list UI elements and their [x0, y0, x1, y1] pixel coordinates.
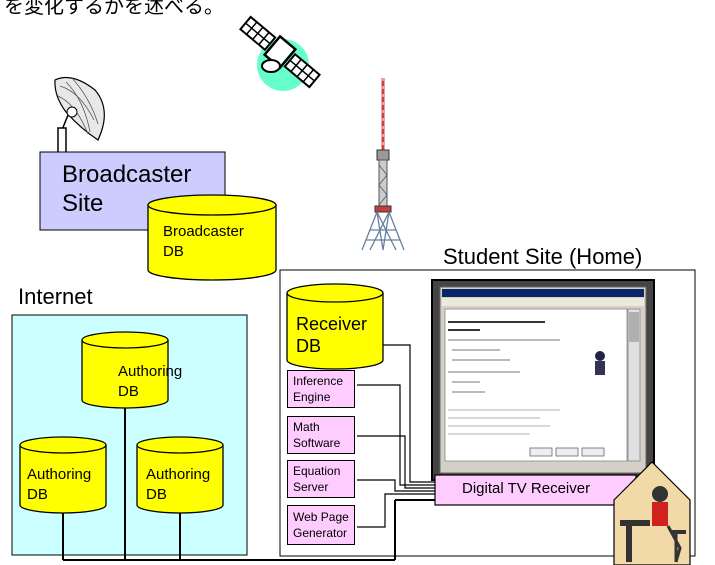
internet-label: Internet	[18, 284, 93, 309]
module-box-inference-engine: Inference Engine	[287, 370, 355, 408]
internet-network-lines	[62, 408, 435, 561]
authoring-db-label-left-line1: Authoring	[27, 466, 92, 483]
module-equation-line1: Equation	[293, 464, 341, 478]
authoring-db-label-right: Authoring DB	[146, 465, 210, 505]
authoring-db-label-top-line1: Authoring	[118, 363, 183, 380]
student-site-label: Student Site (Home)	[443, 244, 643, 269]
broadcast-tower-icon	[361, 78, 405, 251]
broadcaster-db-label: Broadcaster DB	[163, 222, 244, 262]
broadcaster-site-label: Broadcaster Site	[62, 160, 191, 218]
broadcaster-site-label-line2: Site	[62, 190, 104, 217]
module-math-line1: Math	[293, 420, 320, 434]
satellite-icon	[238, 15, 322, 91]
module-connector-lines	[357, 344, 435, 528]
module-box-equation-server: Equation Server	[287, 460, 355, 498]
receiver-db-cylinder	[286, 283, 384, 370]
authoring-db-label-right-line1: Authoring	[146, 466, 211, 483]
authoring-db-cylinder-right	[136, 436, 224, 514]
authoring-db-cylinder-top	[81, 331, 169, 409]
module-equation-line2: Server	[293, 480, 329, 494]
broadcaster-db-cylinder	[147, 194, 277, 281]
tv-monitor-icon	[431, 279, 655, 481]
digital-tv-receiver-box	[434, 474, 637, 506]
module-box-web-page-generator: Web Page Generator	[287, 505, 355, 545]
student-home-icon	[613, 461, 691, 565]
module-inference-line2: Engine	[293, 390, 331, 404]
authoring-db-label-left: Authoring DB	[27, 465, 91, 505]
module-inference-line1: Inference	[293, 374, 344, 388]
authoring-db-label-top-line2: DB	[118, 383, 139, 400]
authoring-db-label-right-line2: DB	[146, 486, 167, 503]
module-webpage-line1: Web Page	[293, 510, 349, 524]
digital-tv-receiver-label: Digital TV Receiver	[462, 480, 591, 497]
receiver-db-label-line2: DB	[296, 336, 322, 356]
broadcaster-site-label-line1: Broadcaster	[62, 161, 192, 188]
authoring-db-label-top: Authoring DB	[118, 362, 182, 402]
broadcaster-db-label-line2: DB	[163, 243, 184, 260]
satellite-dish-icon	[54, 77, 105, 157]
receiver-db-label-line1: Receiver	[296, 314, 368, 334]
authoring-db-cylinder-left	[19, 436, 107, 514]
broadcaster-db-label-line1: Broadcaster	[163, 223, 244, 240]
caption-text: を変化するかを述べる。	[4, 0, 224, 18]
module-math-line2: Software	[293, 436, 341, 450]
module-webpage-line2: Generator	[293, 526, 348, 540]
receiver-db-label: Receiver DB	[296, 313, 367, 357]
authoring-db-label-left-line2: DB	[27, 486, 48, 503]
module-box-math-software: Math Software	[287, 416, 355, 454]
